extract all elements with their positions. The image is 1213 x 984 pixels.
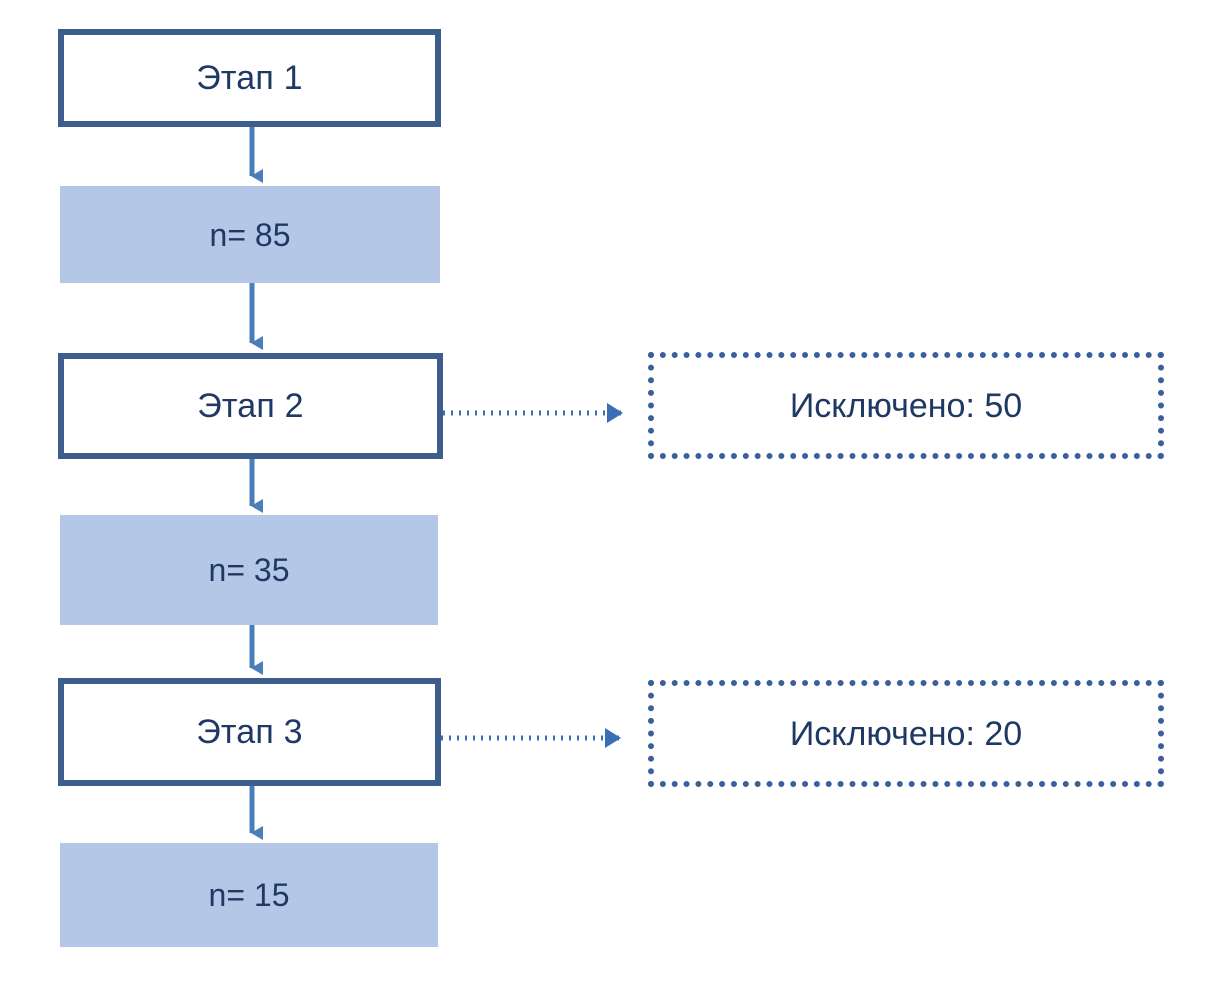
excluded-box-2[interactable]: Исключено: 20 xyxy=(648,680,1164,787)
count-box-1[interactable]: n= 85 xyxy=(60,186,440,283)
excluded-2-label: Исключено: 20 xyxy=(789,714,1023,753)
count-box-2[interactable]: n= 35 xyxy=(60,515,438,625)
count-2-label: n= 35 xyxy=(208,552,290,588)
stage-3-label: Этап 3 xyxy=(196,713,303,751)
count-box-3[interactable]: n= 15 xyxy=(60,843,438,947)
stage-box-1[interactable]: Этап 1 xyxy=(58,29,441,127)
stage-box-3[interactable]: Этап 3 xyxy=(58,678,441,786)
excluded-1-label: Исключено: 50 xyxy=(789,386,1023,425)
excluded-box-1[interactable]: Исключено: 50 xyxy=(648,352,1164,459)
count-3-label: n= 15 xyxy=(208,877,290,913)
stage-box-2[interactable]: Этап 2 xyxy=(58,353,443,459)
stage-2-label: Этап 2 xyxy=(197,387,304,425)
count-1-label: n= 85 xyxy=(209,216,291,253)
stage-1-label: Этап 1 xyxy=(196,59,303,97)
